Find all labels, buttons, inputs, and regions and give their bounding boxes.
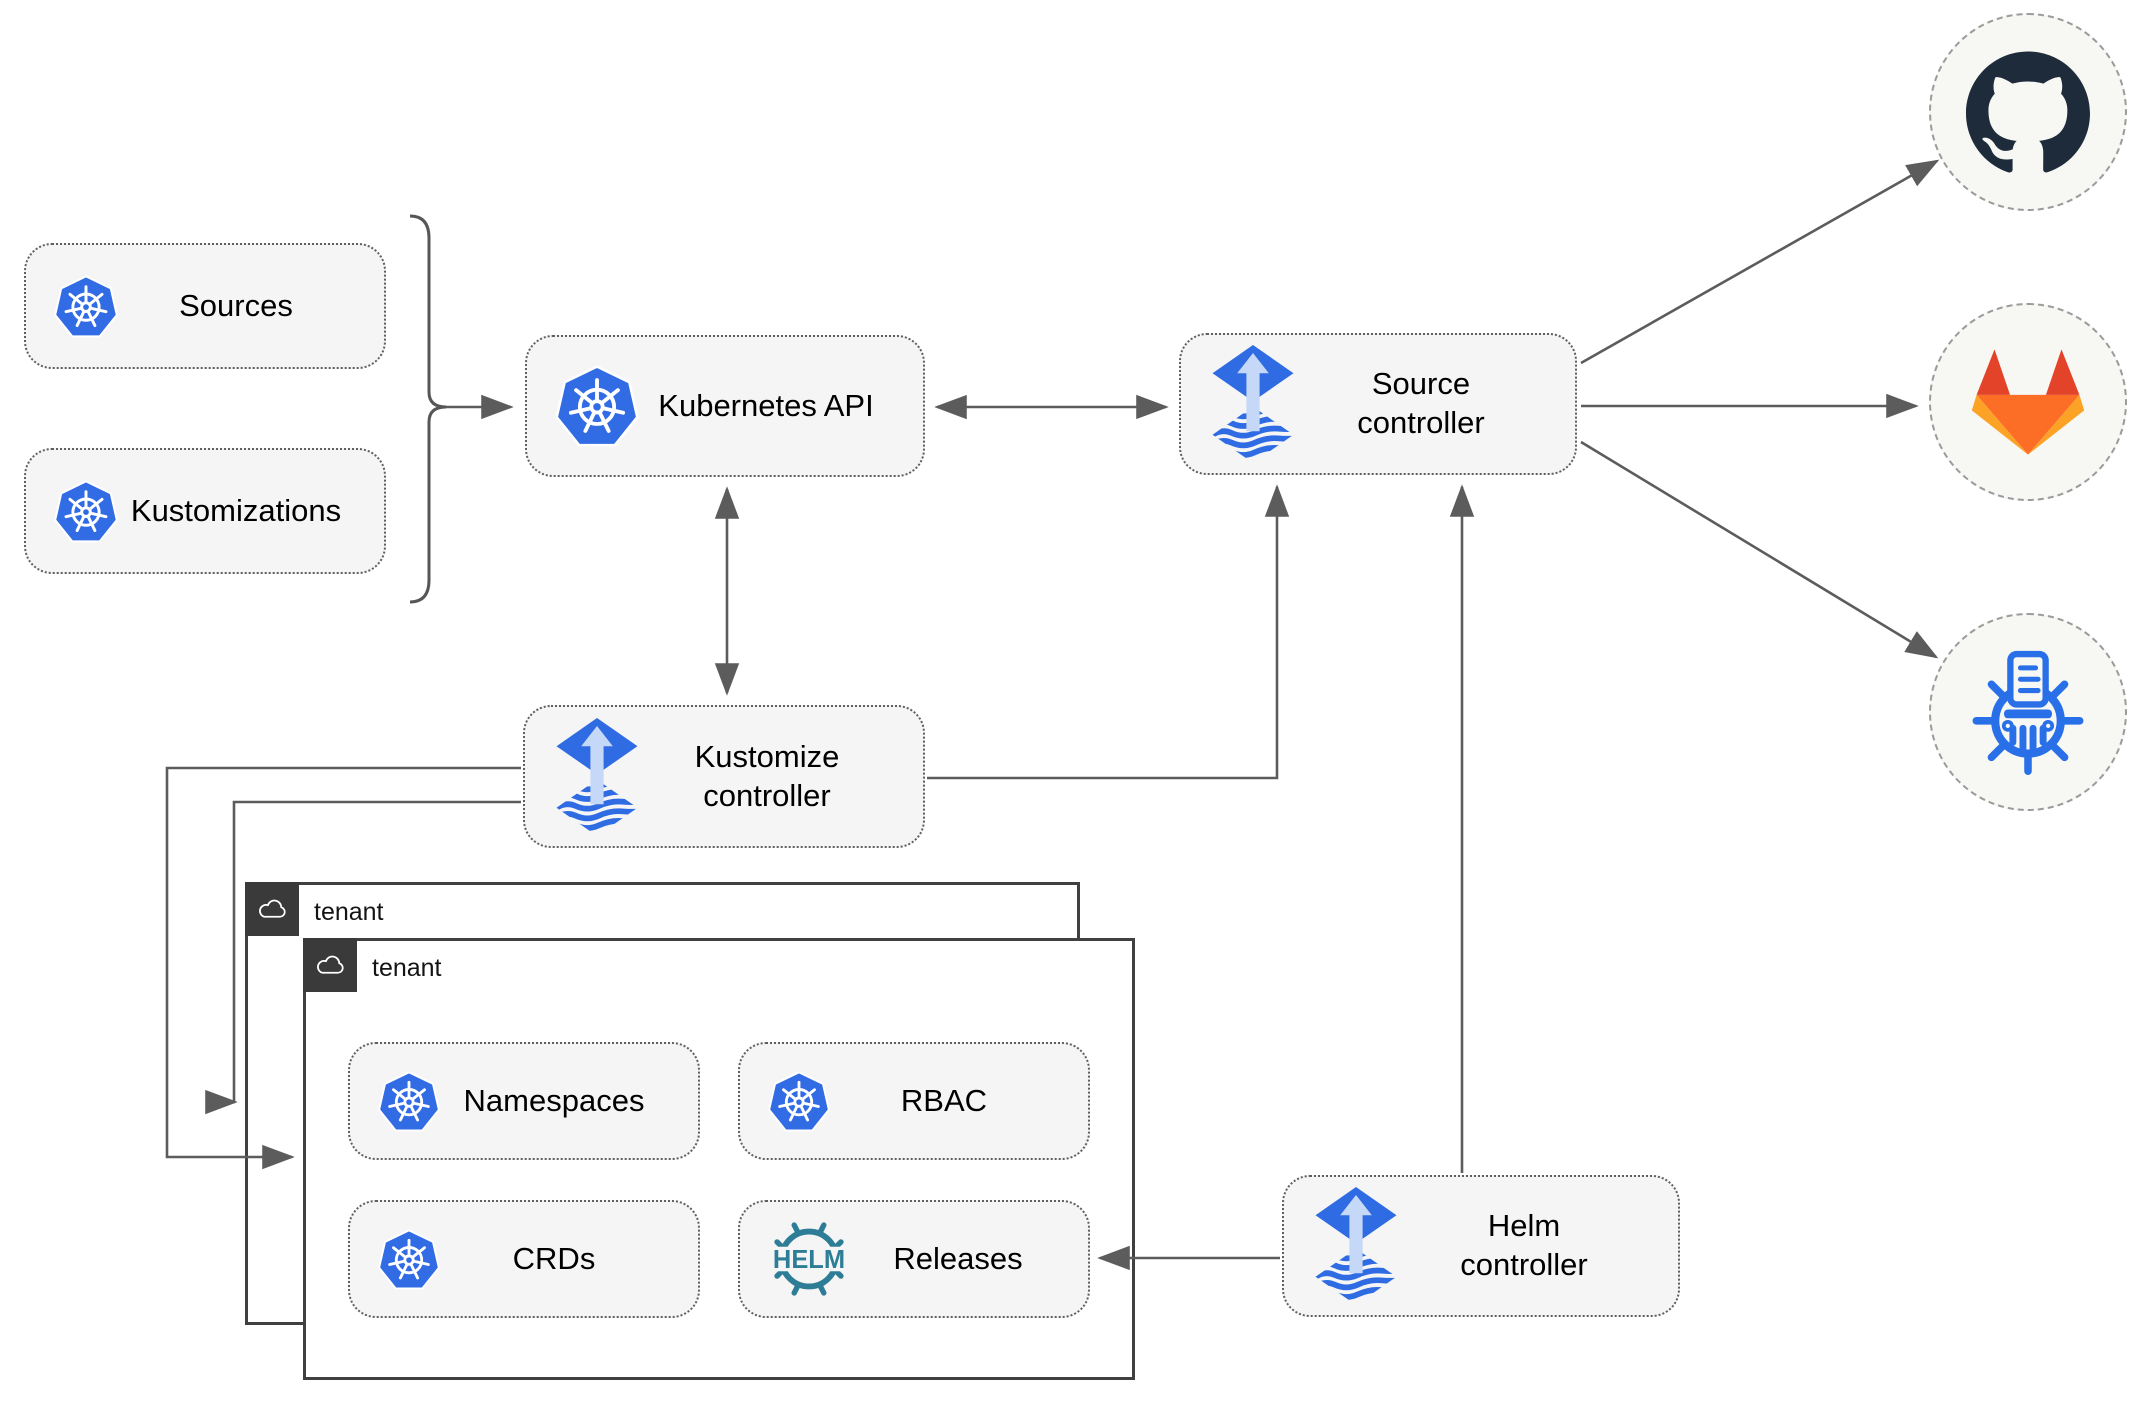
rbac-node: RBAC (738, 1042, 1090, 1160)
flux-icon (1312, 1187, 1400, 1305)
arrow-kustomize-controller-to-source-controller (927, 484, 1290, 780)
kubernetes-icon (54, 480, 118, 543)
kubernetes-icon (555, 365, 639, 447)
kustomizations-label: Kustomizations (130, 492, 342, 528)
releases-label: Releases (893, 1240, 1023, 1276)
helm-controller-label: Helm controller (1460, 1208, 1588, 1282)
kubernetes-icon (378, 1229, 440, 1290)
namespaces-node: Namespaces (348, 1042, 700, 1160)
crds-label: CRDs (512, 1240, 596, 1276)
arrow-source-controller-to-github (1580, 159, 1940, 365)
kubernetes-icon (54, 275, 118, 338)
kustomize-controller-label: Kustomize controller (694, 738, 840, 813)
gitlab-icon (1971, 349, 2085, 455)
tenant-back-header (245, 882, 299, 936)
kubernetes-api-node: Kubernetes API (525, 335, 925, 477)
arrow-source-controller-to-helm-repository (1580, 440, 1939, 659)
kubernetes-icon (378, 1071, 440, 1132)
source-controller-node: Source controller (1179, 333, 1577, 475)
helm-logo-text: HELM (773, 1246, 845, 1274)
kustomizations-node: Kustomizations (24, 448, 386, 574)
cloud-icon (256, 898, 288, 921)
helm-repository-icon (1972, 650, 2084, 775)
rbac-label: RBAC (900, 1082, 988, 1118)
cloud-icon (314, 954, 346, 977)
sources-label: Sources (179, 287, 293, 323)
releases-node: HELM Releases (738, 1200, 1090, 1318)
sources-node: Sources (24, 243, 386, 369)
helm-icon: HELM (760, 1210, 858, 1308)
kustomize-controller-node: Kustomize controller (523, 705, 925, 848)
flux-icon (553, 718, 641, 836)
kubernetes-icon (768, 1071, 830, 1132)
github-remote (1929, 13, 2127, 211)
gitlab-remote (1929, 303, 2127, 501)
crds-node: CRDs (348, 1200, 700, 1318)
tenant-back-label: tenant (314, 898, 384, 926)
bracket-bottom (409, 405, 447, 604)
helm-controller-node: Helm controller (1282, 1175, 1680, 1317)
tenant-front-label: tenant (372, 954, 442, 982)
bracket-top (409, 214, 447, 409)
source-controller-label: Source controller (1357, 366, 1485, 440)
kubernetes-api-label: Kubernetes API (658, 387, 874, 423)
tenant-front-header (303, 938, 357, 992)
helm-repository-remote (1929, 613, 2127, 811)
github-icon (1966, 51, 2090, 173)
flux-icon (1209, 345, 1297, 463)
namespaces-label: Namespaces (463, 1082, 645, 1118)
